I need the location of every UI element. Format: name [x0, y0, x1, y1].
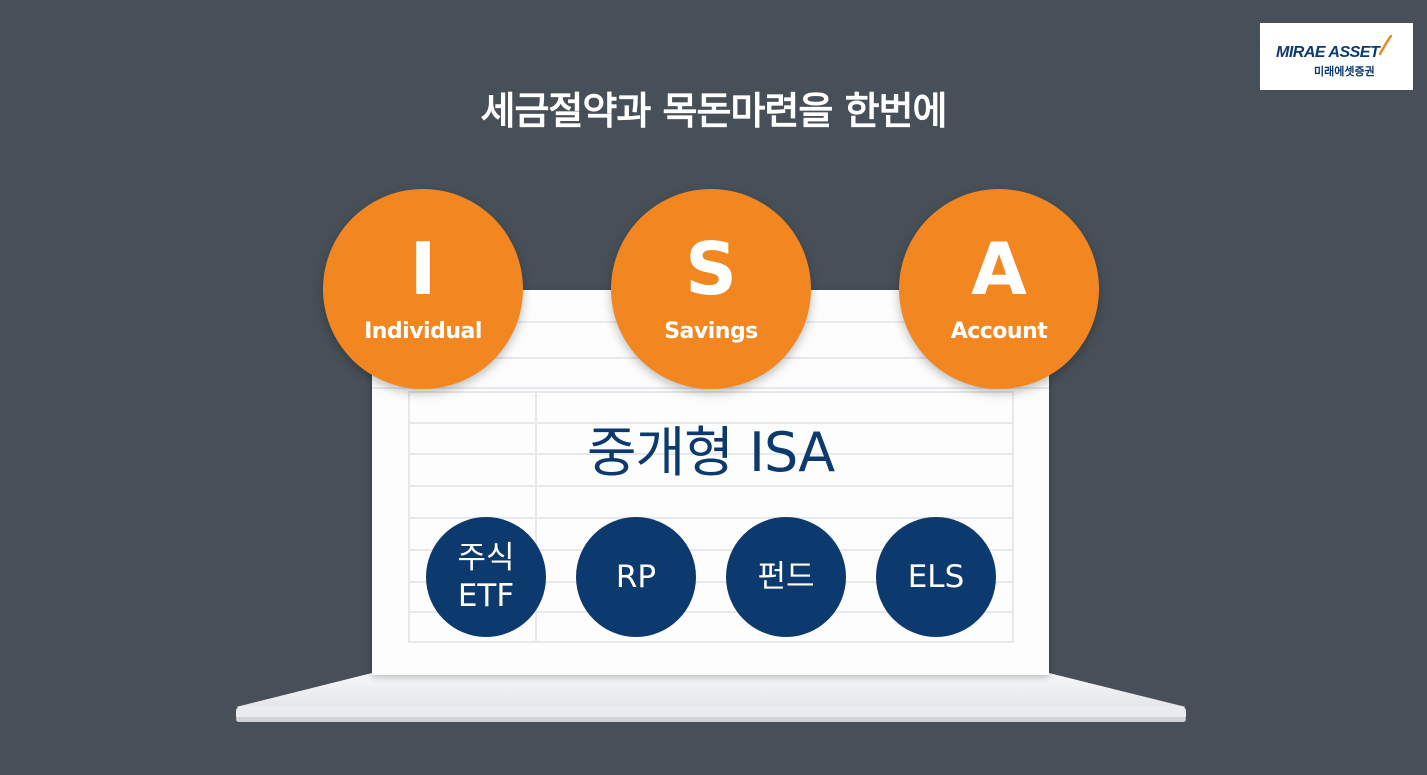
logo-korean-text: 미래에셋증권 [1314, 65, 1375, 78]
isa-word: Individual [364, 319, 482, 344]
product-fund: 펀드 [726, 517, 846, 637]
isa-word: Account [950, 319, 1048, 344]
isa-circle-a: A Account [899, 189, 1099, 389]
isa-letter: S [685, 227, 737, 311]
product-label: RP [615, 559, 657, 595]
isa-word: Savings [664, 319, 758, 344]
product-title: 중개형 ISA [586, 421, 835, 484]
isa-circle-s: S Savings [611, 189, 811, 389]
isa-circle-i: I Individual [323, 189, 523, 389]
product-label: 주식 [457, 540, 515, 576]
isa-letter: A [971, 227, 1027, 311]
mirae-asset-logo: MIRAE ASSET 미래에셋증권 [1260, 23, 1413, 90]
product-label: 펀드 [757, 559, 815, 595]
product-label: ETF [457, 578, 515, 614]
swoosh-icon [1378, 35, 1392, 55]
product-stock-etf: 주식 ETF [426, 517, 546, 637]
logo-english-text: MIRAE ASSET [1276, 44, 1380, 61]
isa-letter: I [409, 227, 437, 311]
product-els: ELS [876, 517, 996, 637]
product-rp: RP [576, 517, 696, 637]
product-label: ELS [907, 559, 965, 595]
page-headline: 세금절약과 목돈마련을 한번에 [480, 89, 948, 133]
